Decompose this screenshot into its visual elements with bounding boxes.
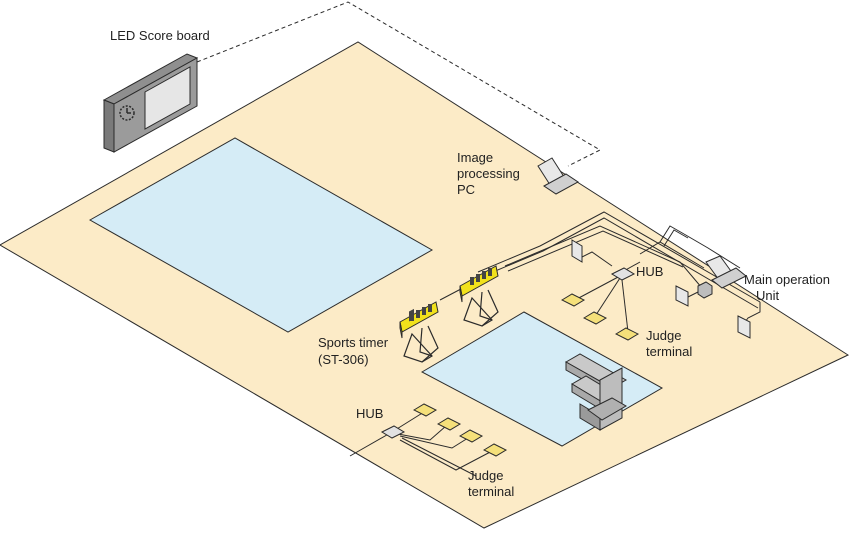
image-pc-label-line3: PC	[457, 182, 475, 197]
hub-icon	[610, 267, 636, 281]
main-operation-label-line1: Main operation	[744, 272, 830, 287]
judge-terminal-bottom-label-line1: Judge	[468, 468, 503, 483]
led-scoreboard-icon	[102, 53, 199, 153]
judge-terminal-icon	[560, 293, 640, 341]
clock-icon	[119, 105, 135, 121]
judge-terminal-top-label-line2: terminal	[646, 344, 692, 359]
laptop-icon	[537, 157, 579, 195]
main-operation-unit-icon	[697, 255, 747, 299]
judge-terminal-icon	[412, 403, 508, 457]
monitor-icon	[571, 239, 751, 339]
hub-icon	[380, 425, 406, 439]
image-pc-label-line1: Image	[457, 150, 493, 165]
sports-timer-label-line1: Sports timer	[318, 335, 389, 350]
judge-terminal-bottom-label-line2: terminal	[468, 484, 514, 499]
diving-platform-icon	[564, 353, 628, 431]
hub-top-label: HUB	[636, 264, 663, 279]
main-pool	[88, 137, 434, 333]
scoreboard-link-line	[196, 1, 602, 167]
led-scoreboard-label: LED Score board	[110, 28, 210, 43]
main-operation-label-line2: Unit	[756, 288, 780, 303]
sports-timer-label-line2: (ST-306)	[318, 352, 369, 367]
hub-bottom-label: HUB	[356, 406, 383, 421]
sports-timer-icon	[399, 265, 499, 363]
image-pc-label-line2: processing	[457, 166, 520, 181]
judge-terminal-top-label-line1: Judge	[646, 328, 681, 343]
